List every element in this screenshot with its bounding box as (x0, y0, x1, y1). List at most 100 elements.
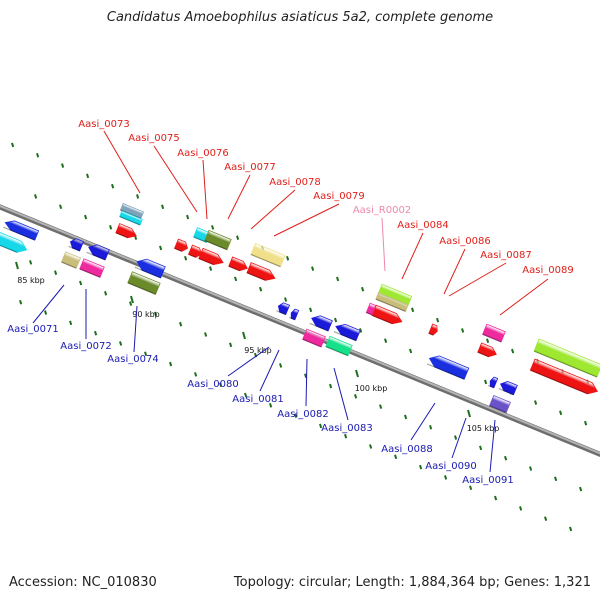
gene-label-bottom[interactable]: Aasi_0074 (107, 354, 158, 365)
forward-gene-6[interactable] (174, 238, 190, 253)
reverse-gene-11[interactable] (302, 328, 326, 348)
gene-label-bottom[interactable]: Aasi_0088 (381, 444, 432, 455)
gene-label-bottom[interactable]: Aasi_0090 (425, 461, 476, 472)
outer-bottom-dot-track (144, 351, 148, 357)
gene-label-top[interactable]: Aasi_R0002 (353, 205, 411, 216)
reverse-gene-9[interactable] (309, 313, 333, 332)
reverse-gene-16[interactable] (489, 394, 511, 414)
reverse-gene-7[interactable] (276, 301, 291, 316)
reverse-gene-2[interactable] (86, 242, 110, 261)
reverse-gene-4[interactable] (79, 258, 105, 278)
inner-bottom-dot-track (354, 394, 358, 399)
label-leader-line (32, 284, 65, 324)
inner-top-dot-track (309, 307, 313, 313)
forward-gene-7[interactable] (188, 244, 204, 259)
gene-label-top[interactable]: Aasi_0073 (78, 119, 129, 130)
forward-gene-15[interactable] (375, 292, 409, 312)
inner-bottom-dot-track (279, 363, 283, 368)
label-leader-line (273, 203, 340, 237)
reverse-gene-14[interactable] (488, 376, 499, 389)
reverse-gene-3[interactable] (60, 251, 82, 269)
label-leader-line (401, 232, 424, 280)
inner-top-dot-track (159, 245, 163, 251)
scale-tick-mark (15, 261, 19, 270)
gene-label-top[interactable]: Aasi_0078 (269, 177, 320, 188)
forward-gene-9[interactable] (204, 229, 232, 251)
gene-label-bottom[interactable]: Aasi_0080 (187, 379, 238, 390)
reverse-gene-13[interactable] (426, 353, 470, 380)
gene-label-top[interactable]: Aasi_0079 (313, 191, 364, 202)
inner-top-dot-track (584, 420, 588, 426)
reverse-gene-6[interactable] (127, 271, 161, 295)
forward-gene-19[interactable] (482, 323, 506, 343)
gene-label-top[interactable]: Aasi_0089 (522, 265, 573, 276)
gene-label-bottom[interactable]: Aasi_0071 (7, 324, 58, 335)
outer-bottom-dot-track (44, 310, 48, 315)
outer-bottom-dot-track (519, 506, 523, 511)
outer-bottom-dot-track (19, 299, 23, 305)
inner-bottom-dot-track (304, 373, 308, 379)
forward-gene-22[interactable] (529, 358, 599, 397)
gene-label-top[interactable]: Aasi_0086 (439, 236, 490, 247)
gene-label-top[interactable]: Aasi_0075 (128, 133, 179, 144)
reverse-gene-1[interactable] (68, 237, 84, 252)
outer-dot-track (36, 152, 40, 158)
inner-top-dot-track (559, 410, 563, 416)
gene-label-top[interactable]: Aasi_0084 (397, 220, 448, 231)
inner-top-dot-track (109, 225, 113, 230)
forward-gene-18[interactable] (428, 323, 439, 336)
reverse-gene-12[interactable] (325, 335, 353, 357)
forward-gene-5[interactable] (115, 223, 138, 241)
inner-top-dot-track (209, 266, 213, 271)
forward-gene-13[interactable] (250, 242, 286, 268)
outer-bottom-dot-track (219, 382, 223, 387)
inner-bottom-dot-track (579, 486, 583, 492)
gene-label-top[interactable]: Aasi_0077 (224, 162, 275, 173)
inner-bottom-dot-track (454, 435, 458, 440)
reverse-gene-5[interactable] (134, 256, 166, 279)
forward-gene-4[interactable] (119, 210, 143, 226)
inner-bottom-dot-track (554, 476, 558, 482)
outer-bottom-dot-track (269, 403, 273, 408)
gene-label-bottom[interactable]: Aasi_0091 (462, 475, 513, 486)
outer-bottom-dot-track (469, 485, 473, 491)
forward-gene-12[interactable] (246, 262, 277, 284)
gene-label-top[interactable]: Aasi_0076 (177, 148, 228, 159)
inner-bottom-dot-track (479, 445, 483, 451)
outer-bottom-dot-track (494, 495, 498, 501)
outer-dot-track (311, 266, 315, 271)
forward-gene-20[interactable] (477, 342, 498, 359)
reverse-gene-8[interactable] (289, 308, 300, 321)
forward-gene-10[interactable] (198, 247, 225, 267)
forward-gene-1[interactable] (3, 218, 40, 241)
outer-dot-track (486, 338, 490, 344)
outer-dot-track (436, 317, 440, 323)
scale-tick-mark (130, 295, 134, 304)
gene-label-top[interactable]: Aasi_0087 (480, 250, 531, 261)
forward-gene-11[interactable] (228, 256, 249, 273)
outer-dot-track (336, 276, 340, 282)
label-leader-line (227, 346, 270, 377)
label-leader-line (443, 248, 466, 295)
outer-bottom-dot-track (294, 413, 298, 418)
reverse-gene-15[interactable] (498, 379, 518, 396)
inner-bottom-dot-track (379, 404, 383, 409)
outer-dot-track (461, 328, 465, 333)
gene-label-bottom[interactable]: Aasi_0081 (232, 394, 283, 405)
outer-bottom-dot-track (419, 464, 423, 470)
gene-label-bottom[interactable]: Aasi_0083 (321, 423, 372, 434)
gene-label-bottom[interactable]: Aasi_0082 (277, 409, 328, 420)
outer-dot-track (111, 183, 115, 189)
forward-gene-21[interactable] (533, 338, 600, 378)
outer-bottom-dot-track (119, 341, 123, 346)
outer-dot-track (411, 307, 415, 313)
inner-top-dot-track (409, 348, 413, 354)
forward-gene-17[interactable] (365, 302, 377, 316)
gene-label-bottom[interactable]: Aasi_0072 (60, 341, 111, 352)
outer-bottom-dot-track (319, 423, 323, 429)
forward-gene-2[interactable] (0, 230, 29, 256)
reverse-gene-10[interactable] (333, 321, 361, 342)
inner-bottom-dot-track (29, 260, 33, 265)
outer-bottom-dot-track (569, 526, 573, 532)
